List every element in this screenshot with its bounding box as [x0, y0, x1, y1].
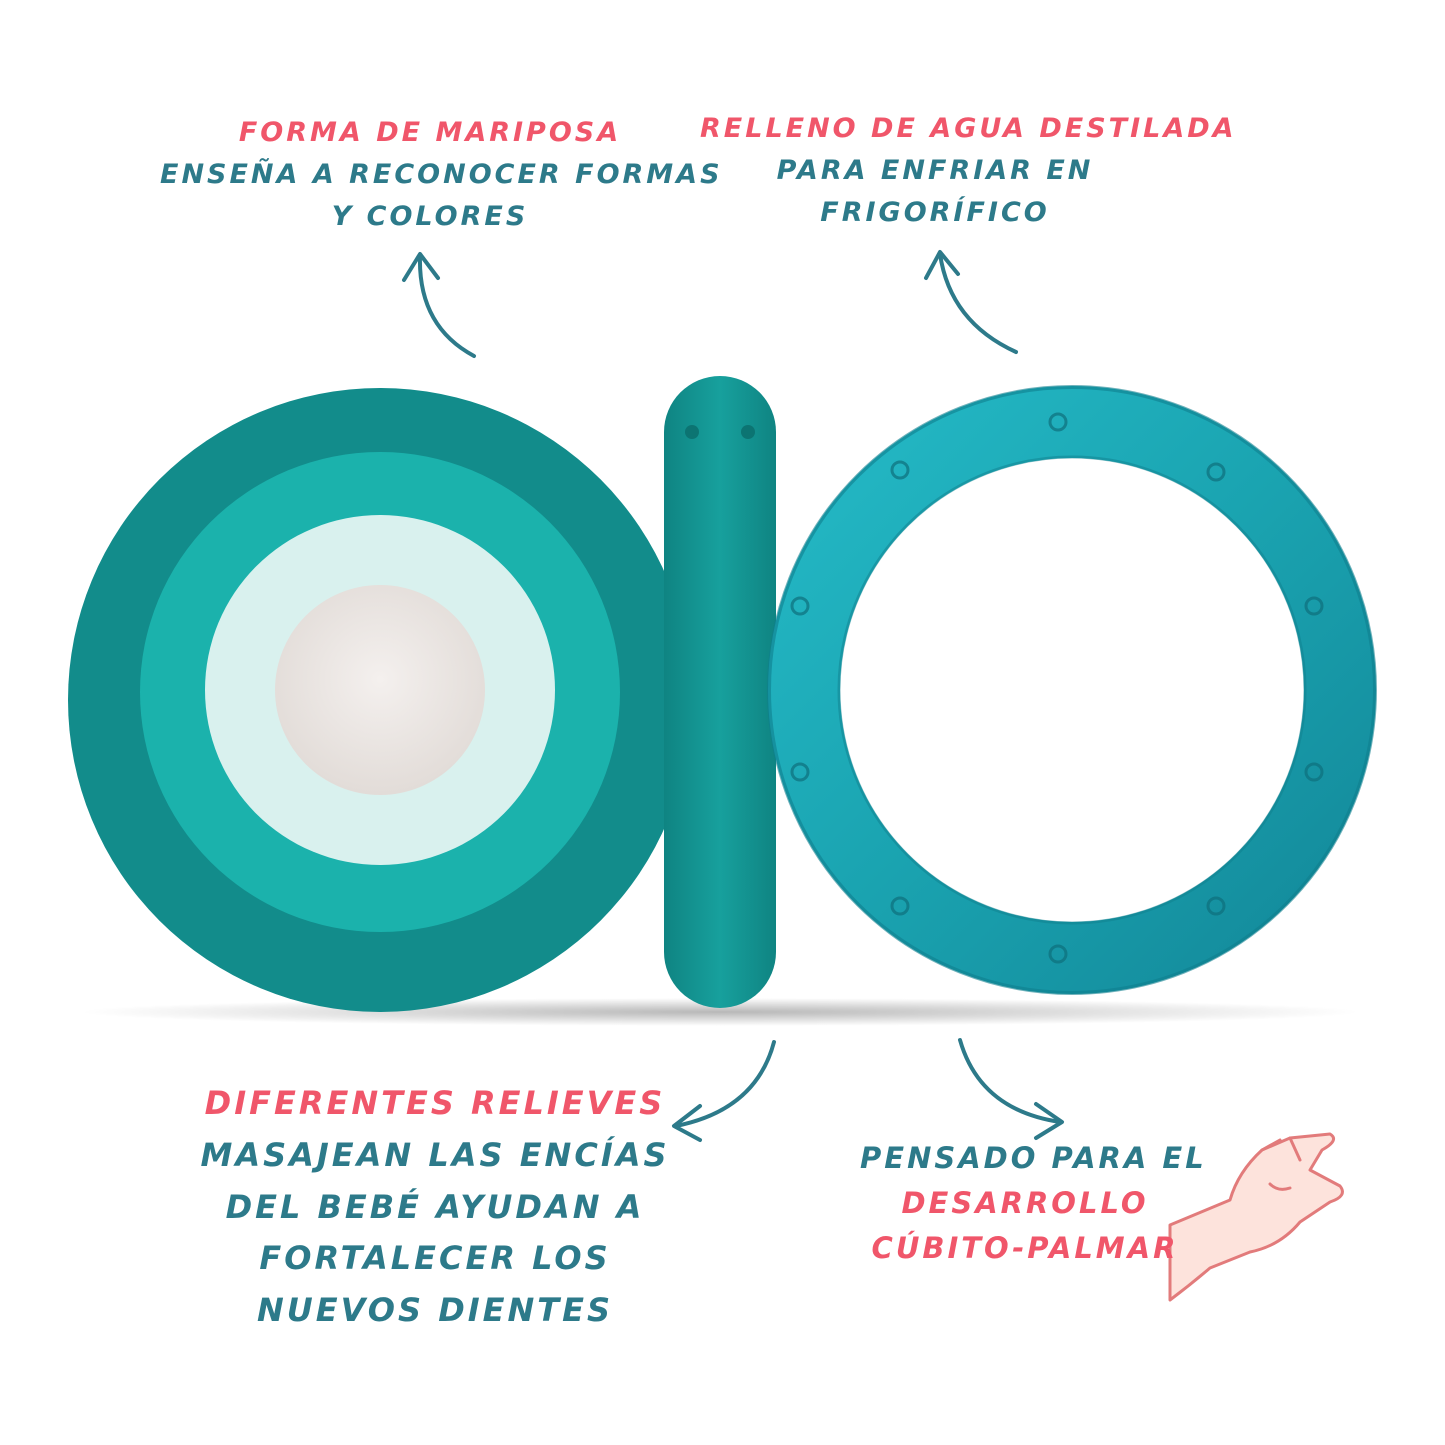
- callout-line: enseña a reconocer formas: [160, 158, 723, 190]
- center-bar: [664, 376, 776, 1008]
- disc-left: [68, 388, 692, 1012]
- callout-line: frigorífico: [820, 196, 1050, 228]
- curved-arrow-icon: [958, 1038, 1064, 1140]
- hand-illustration-icon: [1168, 1132, 1344, 1302]
- callout-line: nuevos dientes: [256, 1291, 614, 1330]
- ring-right: [767, 385, 1377, 995]
- curved-arrow-icon: [672, 1040, 776, 1142]
- callout-line: masajean las encías: [200, 1135, 670, 1174]
- callout-heading: Relleno de agua destilada: [700, 113, 1237, 144]
- callout-textures: Diferentes relieves masajean las encías …: [200, 1078, 670, 1337]
- callout-line: del bebé ayudan a: [225, 1187, 645, 1226]
- callout-butterfly-shape: Forma de mariposa enseña a reconocer for…: [160, 112, 723, 238]
- callout-line: y colores: [331, 200, 529, 232]
- curved-arrow-icon: [924, 250, 1018, 354]
- callout-distilled-water: Relleno de agua destilada para enfriar e…: [700, 108, 1237, 234]
- callout-highlight: cúbito-palmar: [871, 1230, 1179, 1265]
- callout-line: fortalecer los: [259, 1239, 611, 1278]
- ring-bumps: [790, 412, 1324, 964]
- callout-heading: Diferentes relieves: [204, 1084, 666, 1122]
- curved-arrow-icon: [402, 252, 476, 358]
- callout-highlight: desarrollo: [901, 1185, 1149, 1220]
- callout-line: Pensado para el: [860, 1141, 1207, 1175]
- callout-line: para enfriar en: [776, 154, 1094, 186]
- callout-heading: Forma de mariposa: [238, 117, 622, 148]
- callout-grip-development: Pensado para el desarrollo cúbito-palmar: [860, 1136, 1207, 1271]
